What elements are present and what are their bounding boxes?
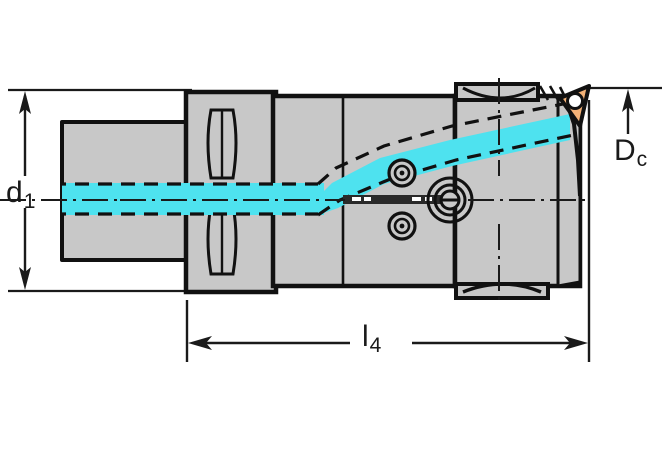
- outlet-slot-notch-3: [412, 197, 421, 201]
- outlet-ring-middle: [433, 183, 467, 217]
- dimension-d1: [8, 88, 192, 293]
- dimension-label-d1-subscript: 1: [23, 189, 36, 213]
- dimension-label-d1: d1: [6, 178, 35, 212]
- dimension-label-l4-base: l: [362, 320, 369, 353]
- insert-clamping-hole: [566, 92, 584, 110]
- outlet-slot-bar: [343, 195, 447, 204]
- dimension-l4: [185, 100, 591, 362]
- coolant-bore-dash-rise-lower: [317, 132, 578, 217]
- coolant-outlet-bore: [343, 176, 474, 224]
- dimension-label-d1-base: d: [6, 176, 23, 209]
- cutting-insert: [558, 84, 591, 128]
- centerlines: [0, 78, 590, 302]
- outlet-slot-notch-1: [352, 197, 361, 201]
- head-collar-upper: [454, 82, 540, 102]
- dimension-dc: [588, 86, 662, 134]
- clamping-screw-lower: [387, 211, 417, 241]
- d1-arrowhead-top: [19, 91, 31, 114]
- head-collar-lower: [454, 282, 550, 300]
- l4-arrowhead-right: [564, 336, 588, 350]
- l4-arrowhead-left: [188, 336, 212, 350]
- dimension-label-l4-subscript: 4: [369, 333, 382, 357]
- dimension-label-dc-subscript: c: [636, 147, 648, 171]
- dimension-label-dc: Dc: [614, 136, 647, 170]
- drive-slot-upper: [206, 108, 238, 180]
- screw-lower-center: [399, 223, 405, 229]
- dimension-label-dc-base: D: [614, 134, 636, 167]
- drive-slot-lower: [206, 204, 238, 276]
- dimension-label-l4: l4: [362, 322, 381, 356]
- screw-upper-center: [399, 170, 405, 176]
- dc-arrowhead-top: [622, 89, 634, 112]
- outlet-slot-notch-2: [364, 197, 371, 201]
- coolant-bore-dash-rise-upper: [316, 99, 578, 186]
- head-collar-lower-arc: [462, 282, 542, 294]
- clamping-screw-upper: [387, 158, 417, 188]
- d1-arrowhead-bottom: [19, 267, 31, 290]
